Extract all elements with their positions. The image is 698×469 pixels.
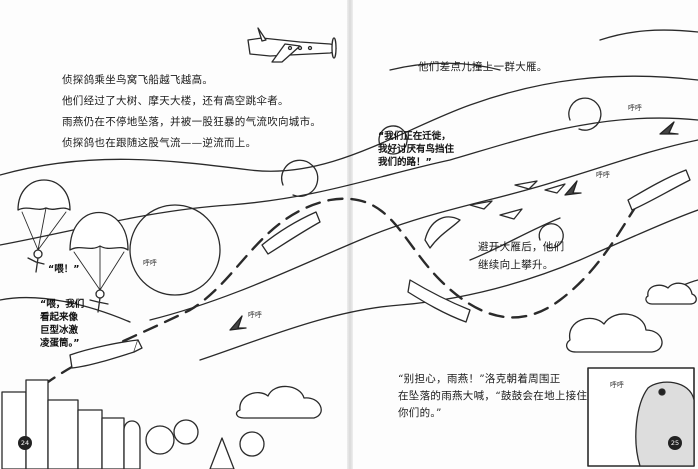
narration-line: 继续向上攀升。: [478, 259, 554, 271]
speech-line: 我们的路！”: [378, 157, 432, 168]
narration-line-3: 雨燕仍在不停地坠落，并被一股狂暴的气流吹向城市。: [62, 116, 322, 128]
narration-line-1: 侦探鸽乘坐鸟窝飞船越飞越高。: [62, 74, 214, 86]
book-gutter: [347, 0, 353, 469]
geese-flock: [424, 180, 566, 249]
page-number-right: 25: [668, 436, 682, 450]
trees: [145, 419, 265, 469]
page-number-left: 24: [18, 436, 32, 450]
shout-bubble: “喂！”: [48, 264, 80, 275]
speech-line: “我们正在迁徙，: [378, 131, 451, 142]
speech-line: 我好讨厌有鸟挡住: [378, 144, 455, 155]
wind-swirls: [129, 97, 602, 296]
sound-effect: 呼呼: [596, 171, 610, 179]
flight-path: [23, 197, 642, 402]
narration-line: 你们的。”: [398, 407, 442, 419]
airplane: [247, 27, 337, 63]
parachutist-speech: “喂，我们 看起来像 巨型冰激 凌蛋筒。”: [40, 298, 84, 350]
nest-ship-right: [627, 169, 691, 211]
speech-line: “喂，我们: [40, 299, 85, 310]
narration-line: 避开大雁后，他们: [478, 241, 565, 253]
city-skyline: [1, 379, 141, 469]
right-bottom-narration: “别担心，雨燕！”洛克朝着周围正 在坠落的雨燕大喊，“鼓鼓会在地上接住 你们的。…: [398, 372, 587, 420]
right-mid-narration: 避开大雁后，他们 继续向上攀升。: [478, 240, 564, 272]
sound-effect: 呼呼: [628, 104, 642, 112]
nest-ship-middle: [261, 211, 321, 255]
clouds: [235, 282, 697, 419]
nest-ship-center: [407, 279, 471, 323]
narration-line: 在坠落的雨燕大喊，“鼓鼓会在地上接住: [398, 390, 588, 402]
nest-ship-lower-left: [69, 339, 143, 369]
parachutist-center: [69, 212, 129, 313]
right-top-narration: 他们差点儿撞上一群大雁。: [418, 61, 548, 73]
sound-effect: 呼呼: [143, 259, 157, 267]
speech-line: 凌蛋筒。”: [40, 338, 80, 349]
narration-line-2: 他们经过了大树、摩天大楼，还有高空跳伞者。: [62, 95, 289, 107]
speech-line: 看起来像: [40, 312, 79, 323]
sound-effect: 呼呼: [248, 311, 262, 319]
narration-line-4: 侦探鸽也在跟随这股气流——逆流而上。: [62, 137, 257, 149]
goose-speech: “我们正在迁徙， 我好讨厌有鸟挡住 我们的路！”: [378, 130, 454, 169]
inset-panel: [587, 367, 695, 467]
parachutist-left: [17, 179, 71, 273]
sound-effect: 呼呼: [610, 381, 624, 389]
narration-line: “别担心，雨燕！”洛克朝着周围正: [398, 373, 561, 385]
speech-line: 巨型冰激: [40, 325, 79, 336]
